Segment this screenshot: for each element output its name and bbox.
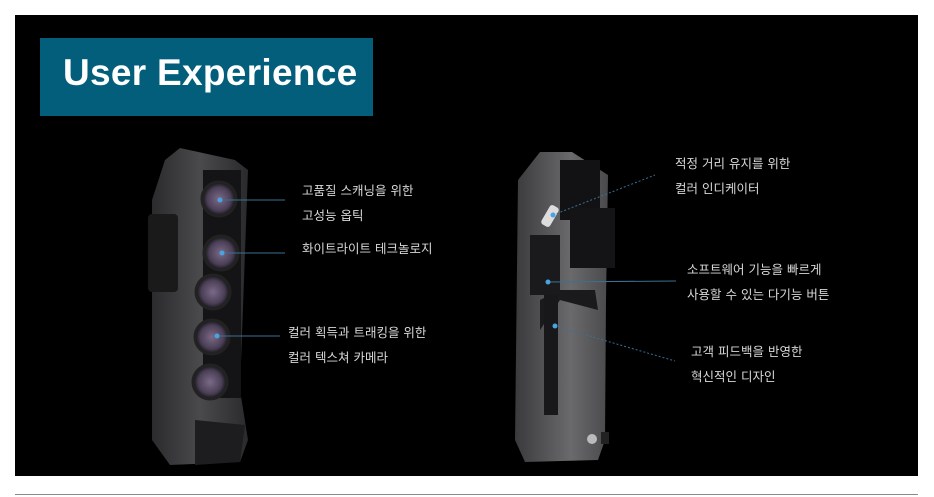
annotation-design: 고객 피드백을 반영한 혁신적인 디자인 [691, 339, 802, 389]
bottom-divider [15, 494, 918, 495]
annotation-line: 고품질 스캐닝을 위한 [302, 183, 414, 198]
annotation-line: 사용할 수 있는 다기능 버튼 [687, 287, 830, 302]
callout-lines [217, 174, 677, 362]
annotation-line: 고객 피드백을 반영한 [691, 344, 803, 359]
callout-dots [214, 197, 558, 339]
annotation-white-light: 화이트라이트 테크놀로지 [302, 236, 432, 261]
left-scanner-image [148, 148, 248, 465]
annotation-line: 컬러 획득과 트래킹을 위한 [288, 325, 427, 340]
annotation-line: 적정 거리 유지를 위한 [675, 156, 791, 171]
annotation-line: 컬러 인디케이터 [675, 181, 760, 196]
annotation-line: 소프트웨어 기능을 빠르게 [687, 262, 822, 277]
annotation-line: 고성능 옵틱 [302, 208, 364, 223]
annotation-multi-button: 소프트웨어 기능을 빠르게 사용할 수 있는 다기능 버튼 [687, 257, 829, 307]
annotation-line: 컬러 텍스쳐 카메라 [288, 350, 388, 365]
annotation-color-indicator: 적정 거리 유지를 위한 컬러 인디케이터 [675, 151, 790, 201]
right-scanner-image [515, 152, 615, 462]
slide-title: User Experience [63, 52, 358, 93]
annotation-line: 혁신적인 디자인 [691, 369, 776, 384]
annotation-optics: 고품질 스캐닝을 위한 고성능 옵틱 [302, 178, 413, 228]
title-banner: User Experience [40, 38, 373, 116]
annotation-line: 화이트라이트 테크놀로지 [302, 241, 433, 256]
annotation-color-camera: 컬러 획득과 트래킹을 위한 컬러 텍스쳐 카메라 [288, 320, 426, 370]
